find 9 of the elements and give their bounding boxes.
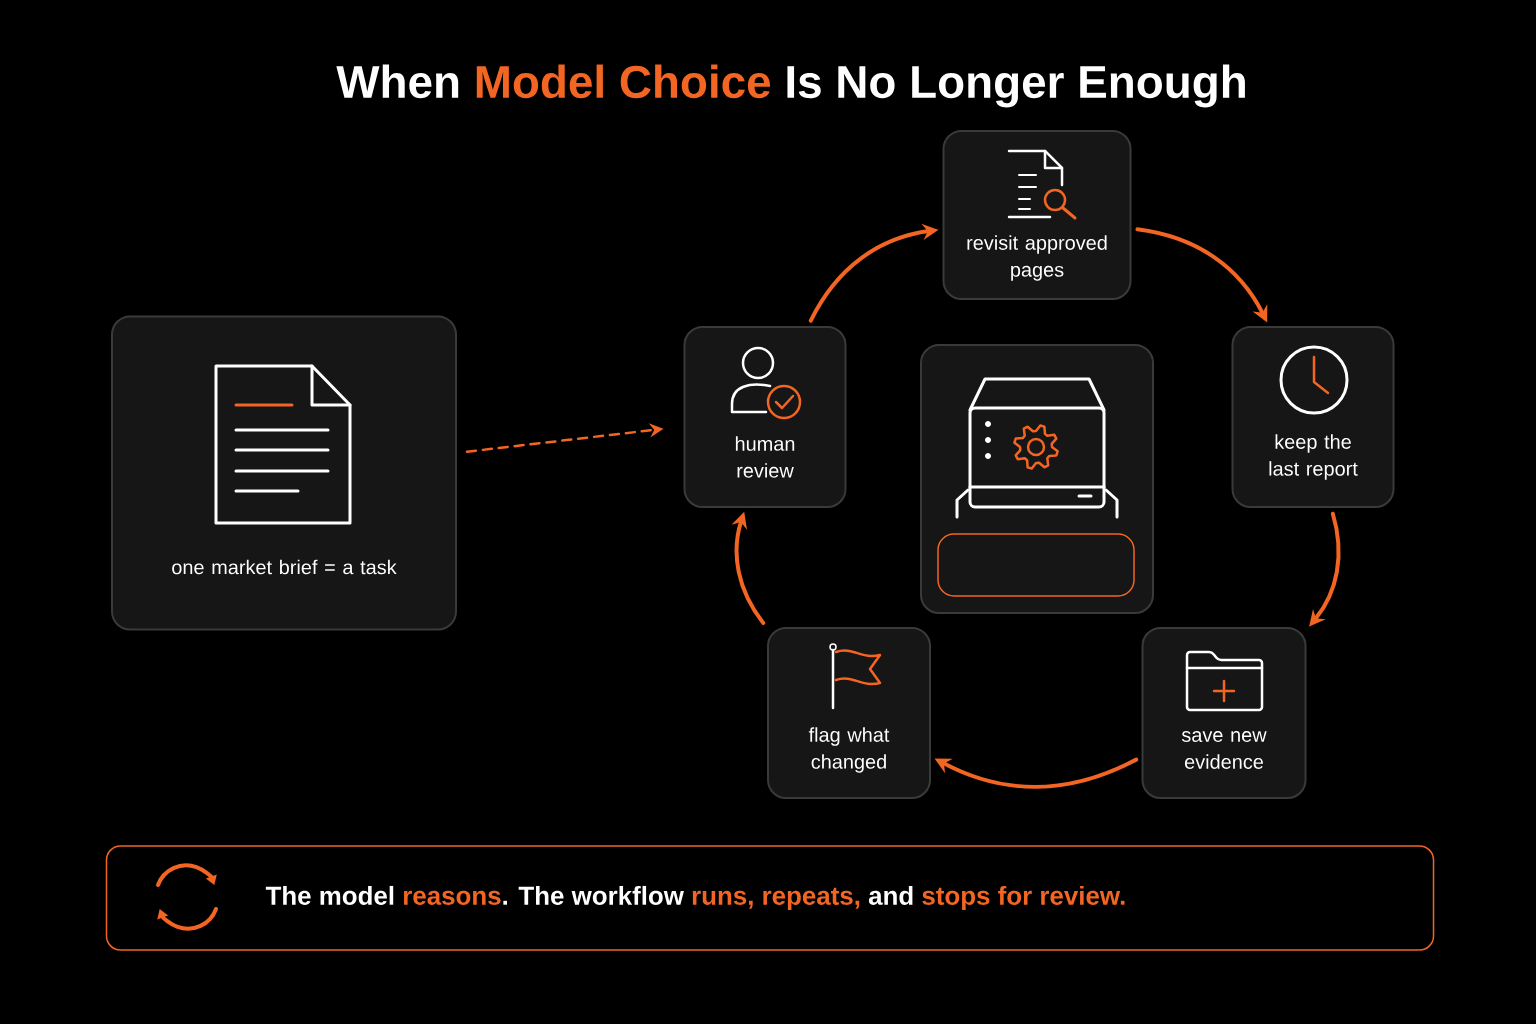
- step-box: save new evidence: [1141, 627, 1307, 799]
- step-box: keep the last report: [1231, 326, 1395, 508]
- step-box: flag what changed: [767, 627, 931, 799]
- step-box: revisit approved pages: [942, 130, 1132, 300]
- summary-banner: The model reasons. The workflow runs, repeats, and stops for review.: [105, 845, 1435, 951]
- pill-box: [937, 533, 1135, 597]
- task-card: one market brief = a task: [111, 315, 457, 631]
- title: When Model Choice Is No Longer Enough: [336, 64, 1245, 108]
- step-box: human review: [683, 326, 847, 508]
